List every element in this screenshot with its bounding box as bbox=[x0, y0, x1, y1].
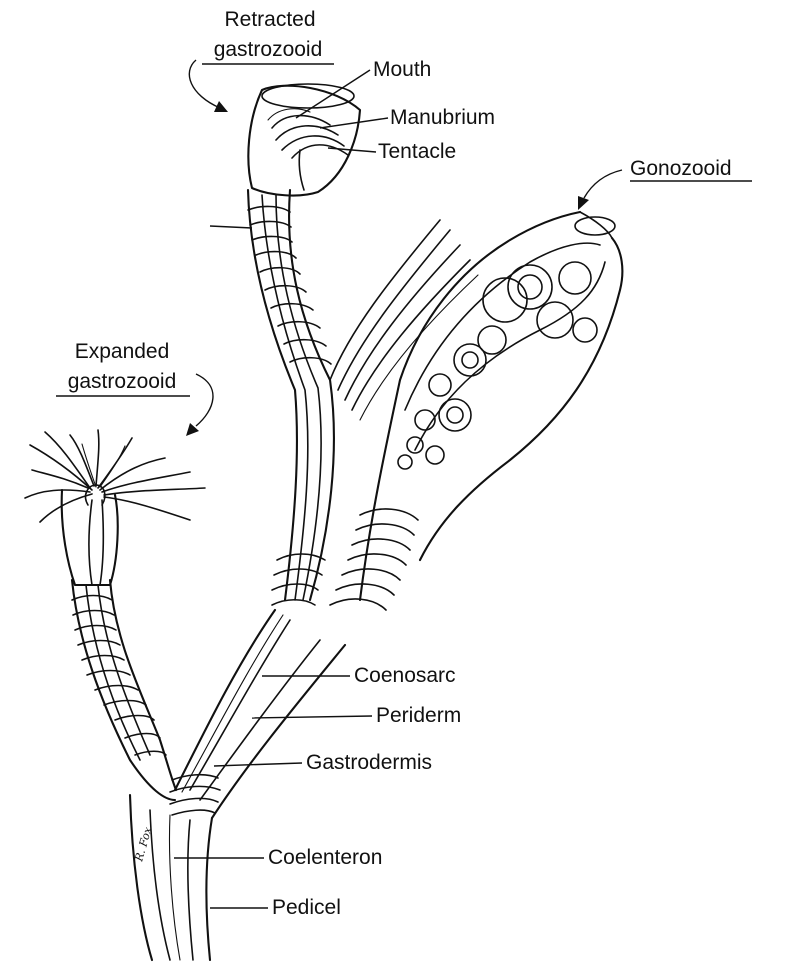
retracted-arrow-shaft bbox=[188, 59, 221, 109]
stalk-pointer-line bbox=[209, 225, 253, 229]
label-tentacle: Tentacle bbox=[327, 140, 456, 163]
expanded-gastrozooid bbox=[24, 429, 206, 802]
expanded-label-line1: Expanded bbox=[75, 340, 170, 363]
expanded-label-line2: gastrozooid bbox=[68, 370, 177, 393]
tentacle-leader bbox=[327, 147, 377, 153]
label-pedicel: Pedicel bbox=[210, 896, 341, 919]
label-manubrium: Manubrium bbox=[319, 106, 495, 129]
gonozooid-label: Gonozooid bbox=[630, 157, 732, 180]
pedicel-label: Pedicel bbox=[272, 896, 341, 919]
periderm-leader bbox=[251, 715, 373, 719]
label-gonozooid: Gonozooid bbox=[578, 157, 752, 210]
periderm-label: Periderm bbox=[376, 704, 461, 727]
label-expanded-gastrozooid: Expanded gastrozooid bbox=[56, 340, 214, 436]
label-mouth: Mouth bbox=[295, 58, 431, 119]
gonozooid-arrow-head bbox=[578, 196, 589, 210]
manubrium-leader bbox=[319, 117, 389, 129]
retracted-label-line1: Retracted bbox=[224, 8, 315, 31]
retracted-gastrozooid-head bbox=[247, 83, 362, 197]
label-retracted-gastrozooid: Retracted gastrozooid bbox=[188, 8, 334, 112]
gastrodermis-leader bbox=[213, 762, 303, 767]
gastrodermis-label: Gastrodermis bbox=[306, 751, 432, 774]
sheath-fibres bbox=[329, 219, 479, 421]
gonozooid-arrow-shaft bbox=[583, 169, 623, 199]
mouth-leader bbox=[295, 69, 371, 119]
gonozooid bbox=[329, 210, 624, 611]
mouth-label: Mouth bbox=[373, 58, 431, 81]
manubrium-label: Manubrium bbox=[390, 106, 495, 129]
retracted-arrow-head bbox=[214, 101, 228, 112]
label-gastrodermis: Gastrodermis bbox=[213, 751, 432, 774]
label-periderm: Periderm bbox=[251, 704, 461, 727]
expanded-arrow-shaft bbox=[195, 373, 214, 427]
expanded-arrow-head bbox=[186, 423, 199, 436]
label-coenosarc: Coenosarc bbox=[262, 664, 456, 687]
retracted-label-line2: gastrozooid bbox=[214, 38, 323, 61]
tentacle-label: Tentacle bbox=[378, 140, 456, 163]
coelenteron-label: Coelenteron bbox=[268, 846, 382, 869]
upper-branch bbox=[169, 608, 347, 820]
pedicel-stem bbox=[128, 793, 214, 962]
coenosarc-label: Coenosarc bbox=[354, 664, 456, 687]
label-coelenteron: Coelenteron bbox=[174, 846, 382, 869]
retracted-gastrozooid-stalk bbox=[246, 188, 335, 606]
